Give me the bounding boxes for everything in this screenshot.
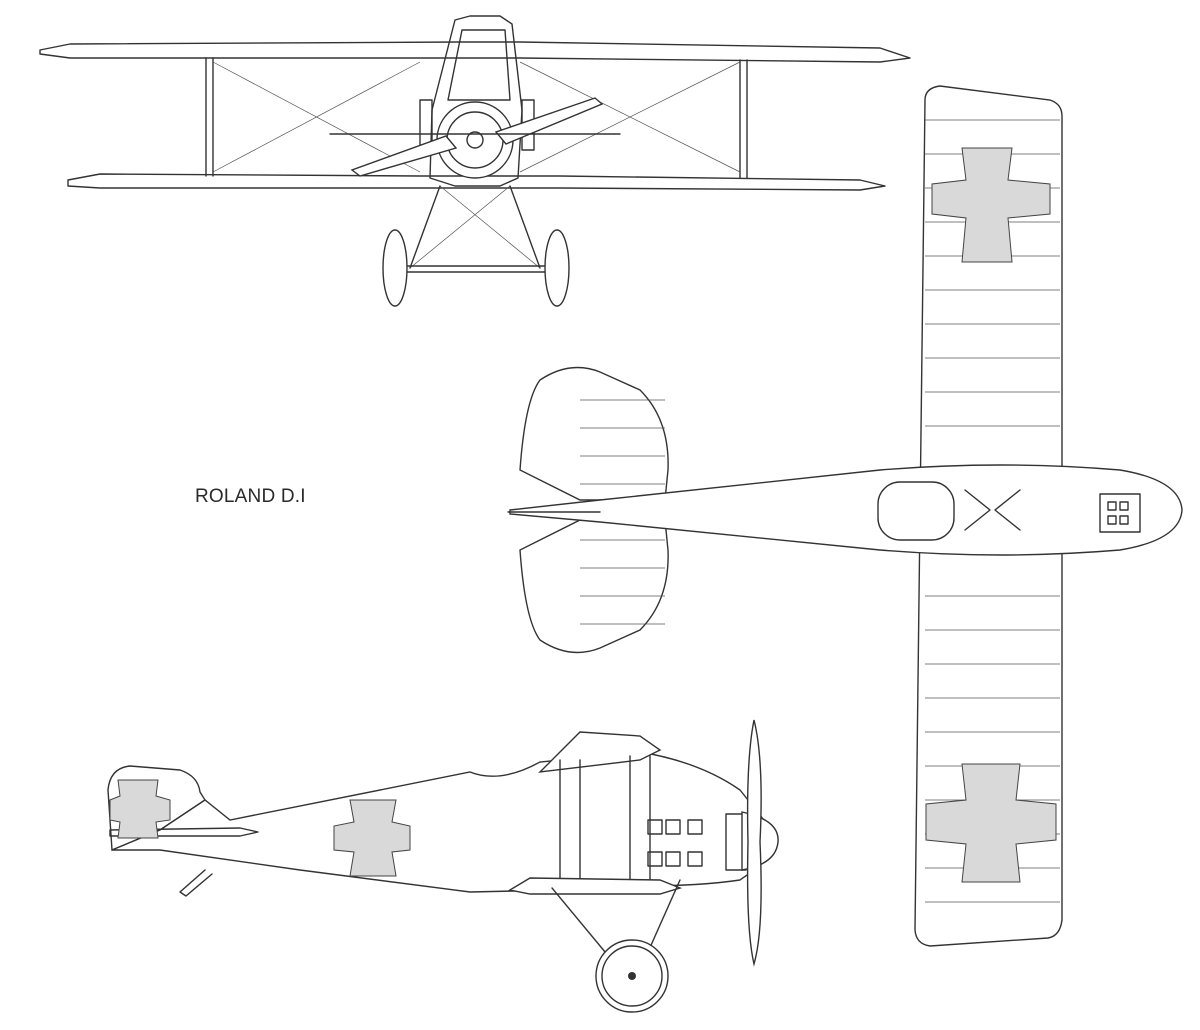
side-view [107,719,779,1013]
top-view [507,85,1183,947]
drawing-title: ROLAND D.I [195,486,306,507]
front-view [39,15,911,307]
